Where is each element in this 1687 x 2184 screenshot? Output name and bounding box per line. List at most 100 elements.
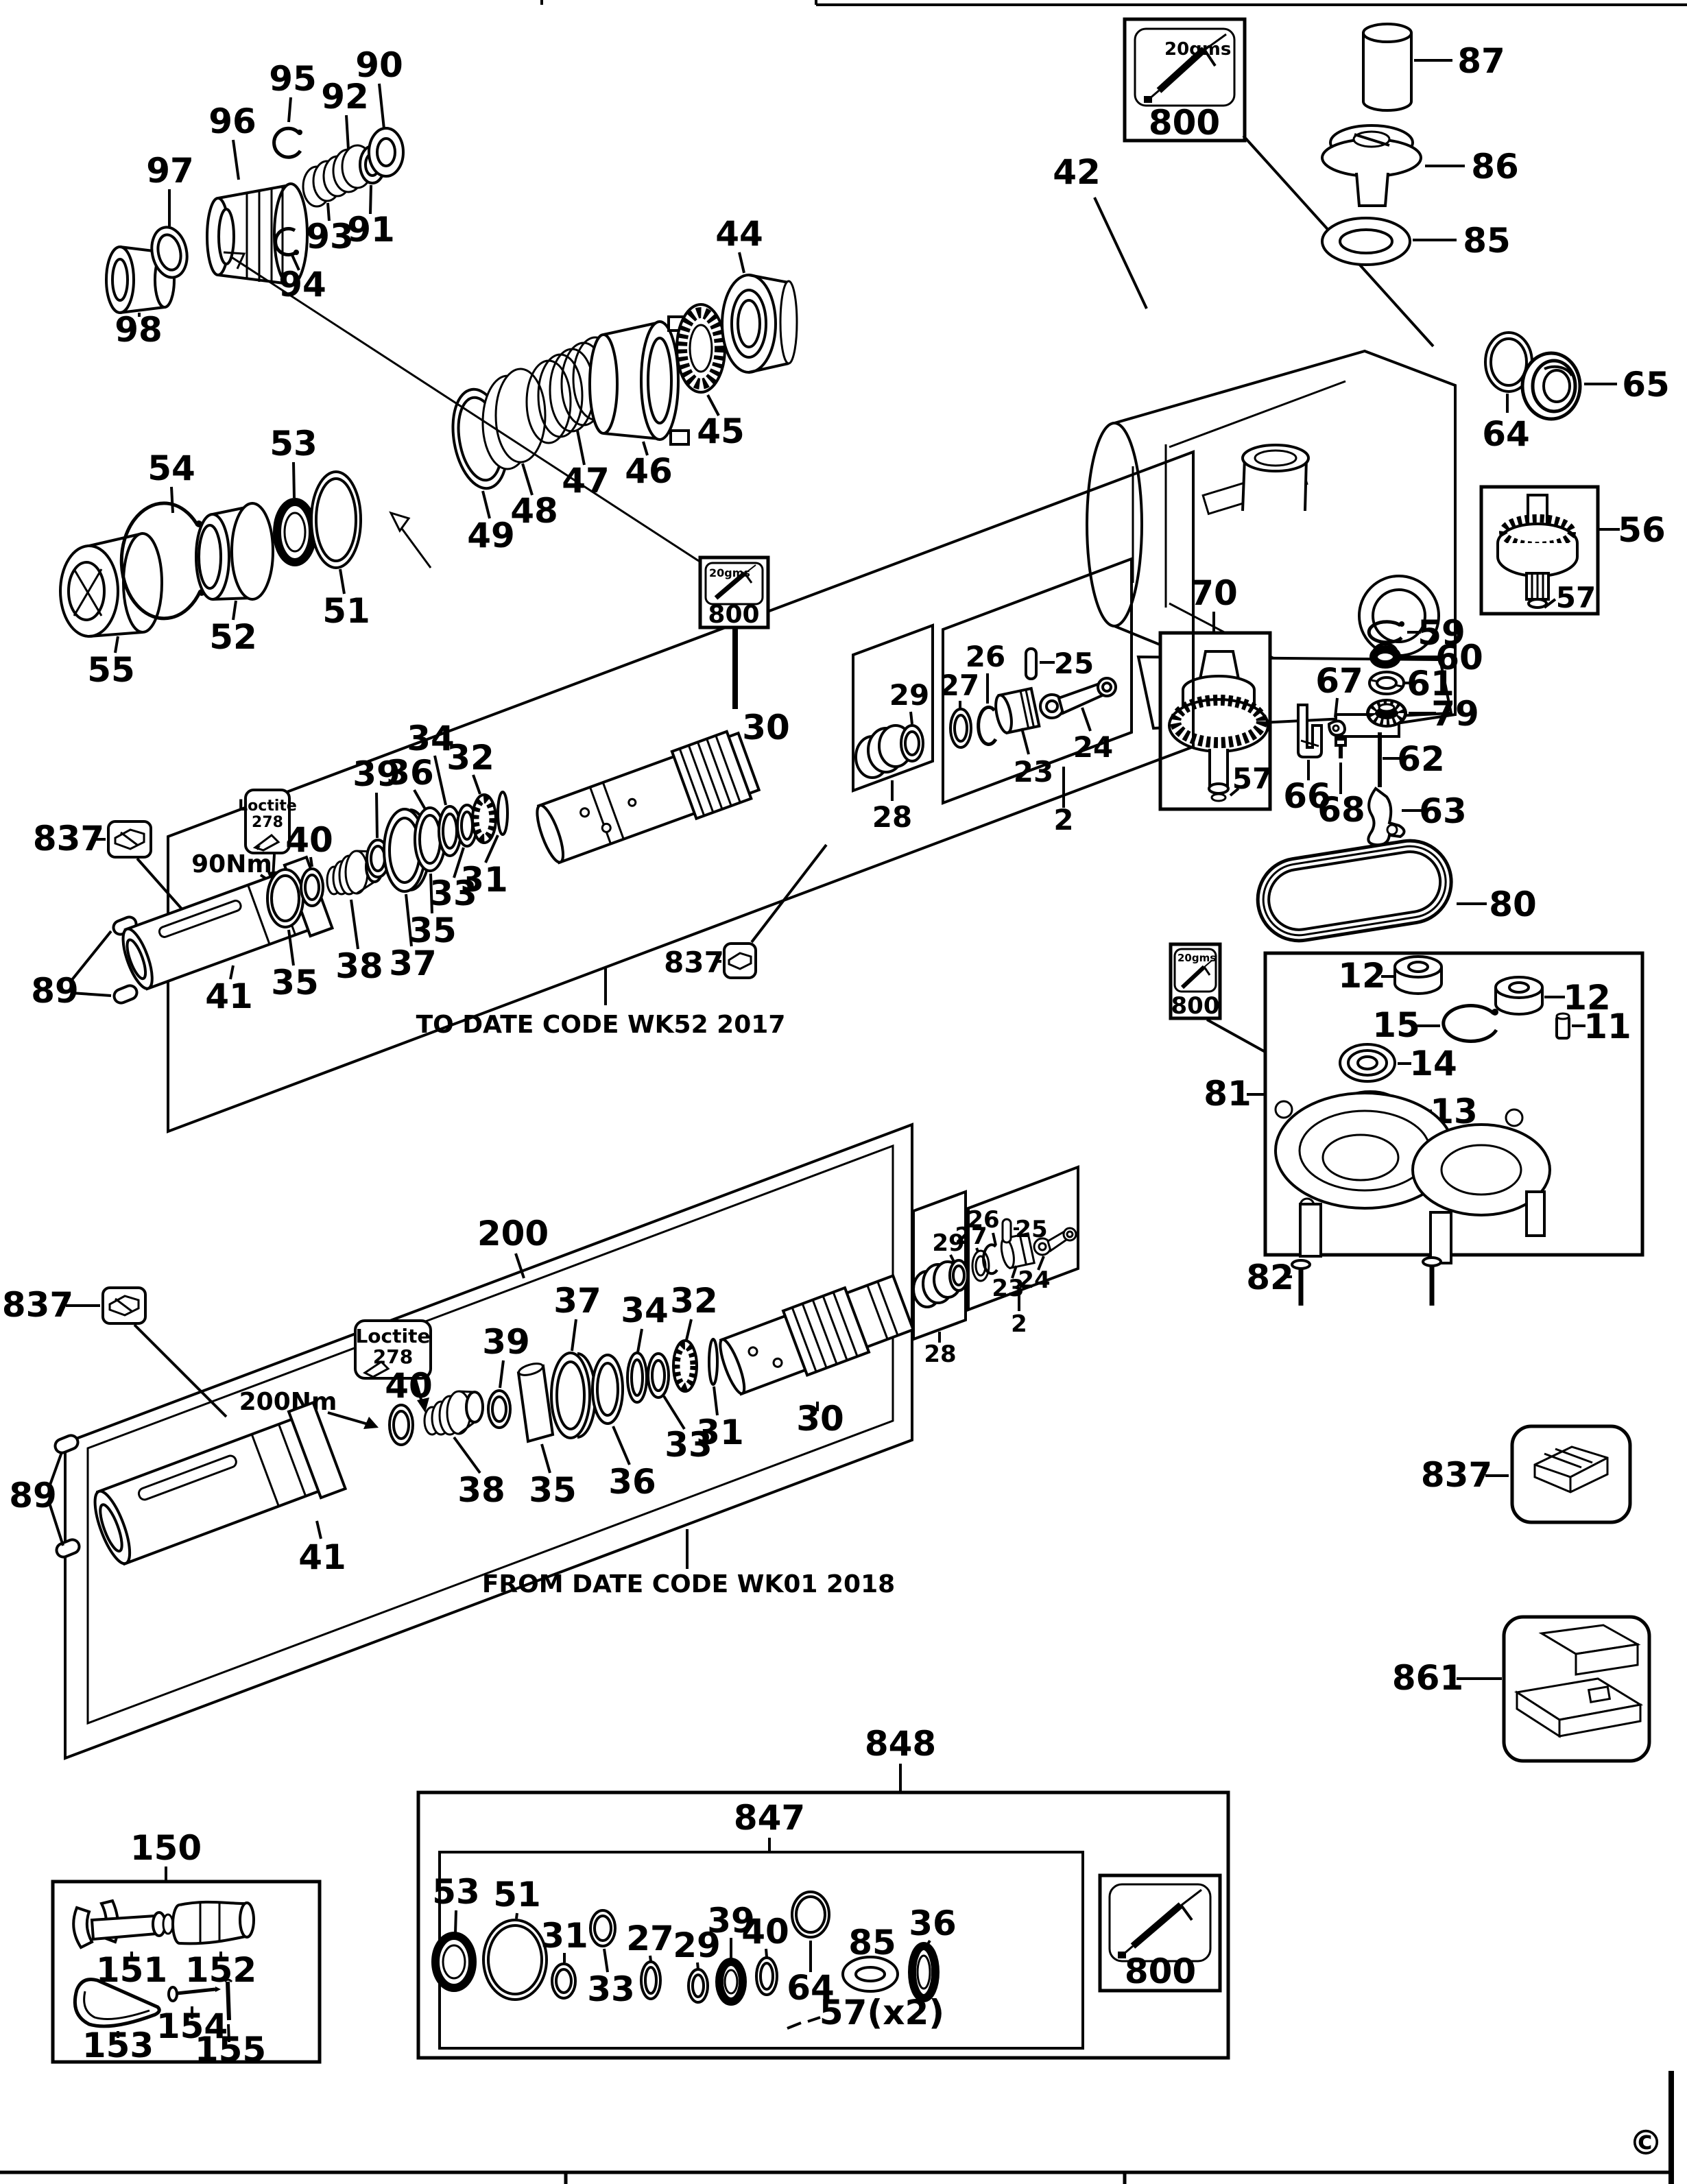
callout-40-p1: 40	[285, 820, 333, 860]
part-89-pins-p1: 89	[31, 915, 139, 1011]
callout-847: 847	[734, 1798, 805, 1838]
part-40-ring-kit	[755, 1956, 778, 1996]
torque-90nm-label: 90Nm	[191, 850, 272, 878]
callout-150: 150	[130, 1828, 202, 1868]
handle-kit-150-box: 150 151 152 153	[51, 1828, 322, 2069]
part-30-cylinder-p2	[719, 1273, 916, 1396]
callout-837-right: 837	[1421, 1455, 1492, 1495]
part-31-ring-kit	[551, 1963, 577, 2000]
callout-837-p1-left: 837	[33, 819, 104, 859]
loctite-grade-p1: 278	[252, 814, 283, 831]
part-87-cylinder: 87	[1362, 23, 1505, 112]
callout-91: 91	[347, 210, 395, 250]
callout-93: 93	[306, 217, 354, 256]
part-153-strap	[73, 1978, 161, 2028]
callout-37-p1: 37	[389, 944, 437, 983]
part-46-clutch-housing	[588, 315, 690, 446]
callout-31-p2: 31	[696, 1413, 744, 1452]
part-32-needle-bearing-p1	[471, 793, 497, 844]
part-61-bearing	[1368, 671, 1405, 695]
callout-53-kit: 53	[432, 1872, 480, 1912]
callout-36-p1: 36	[386, 753, 434, 793]
callout-45: 45	[697, 411, 745, 451]
callout-42: 42	[1053, 152, 1101, 192]
hammer-cylinder-group-p2: 30 29 28 26 27	[719, 1165, 1079, 1439]
callout-32-p2: 32	[670, 1281, 718, 1321]
piston-kit-box-p2: 26 27 25	[955, 1165, 1079, 1338]
callout-39-kit: 39	[707, 1901, 755, 1941]
part-67-pawl	[1327, 719, 1346, 737]
part-53-seal-kit	[431, 1932, 477, 1992]
part-26-clip-p1	[977, 705, 998, 746]
callout-89-p2: 89	[9, 1476, 57, 1515]
spindle-group-to-2017: TO DATE CODE WK52 2017 837 89 90Nm	[31, 251, 1195, 1133]
callout-61: 61	[1407, 664, 1455, 704]
callout-96: 96	[208, 101, 256, 141]
part-25-pin-p1	[1025, 647, 1038, 680]
callout-29-p2: 29	[932, 1229, 964, 1257]
piston-kit-box-p1: 26 27 25	[940, 557, 1133, 837]
depth-stop-icon	[1533, 1445, 1609, 1493]
part-60-grommet	[1369, 643, 1401, 669]
part-97-ring	[150, 226, 189, 279]
loctite-box-p2: Loctite 278	[354, 1319, 432, 1413]
part-152-grip	[171, 1900, 255, 1945]
piston-guide-box-p2: 29 28	[912, 1190, 969, 1368]
part-80-belt	[1256, 839, 1453, 943]
part-32-needle-bearing-p2	[672, 1339, 698, 1393]
callout-86: 86	[1471, 147, 1519, 187]
callout-95: 95	[269, 59, 317, 99]
pencil-icon-p2	[363, 1360, 390, 1378]
part-65-mode-knob: 65	[1520, 351, 1670, 421]
callout-53: 53	[270, 424, 318, 464]
part-151-fork	[72, 1899, 174, 1949]
callout-63: 63	[1419, 791, 1467, 831]
part-52-sleeve	[195, 502, 274, 601]
callout-41-p1: 41	[205, 976, 253, 1016]
callout-30-p2: 30	[796, 1399, 844, 1439]
callout-49: 49	[467, 516, 515, 555]
pointer-arrow	[389, 511, 432, 568]
part-24-conrod-p2	[1033, 1227, 1077, 1256]
callout-89-p1: 89	[31, 971, 79, 1011]
loctite-box-p1: Loctite 278	[238, 789, 297, 886]
part-41-spindle-p2	[93, 1400, 348, 1566]
copyright-mark: ©	[1629, 2123, 1663, 2163]
callout-35a-p1: 35	[271, 963, 319, 1003]
grease-box-1: 20gms 800	[1123, 17, 1435, 348]
callout-837-p2-left: 837	[2, 1285, 73, 1325]
callout-39-p1: 39	[352, 754, 400, 794]
bearing-plate-81-box: 81 12 12 15 11	[1204, 951, 1644, 1306]
part-90-washer	[368, 127, 405, 178]
part-86-oil-cap: 86	[1321, 124, 1519, 207]
callout-97: 97	[146, 151, 194, 191]
part-35a-ring-p1	[266, 868, 304, 928]
callout-28-p1: 28	[872, 800, 912, 834]
callout-64-kit: 64	[787, 1968, 835, 2008]
part-38-boot-p2	[423, 1390, 484, 1436]
callout-79: 79	[1431, 694, 1479, 734]
callout-27-p1: 27	[940, 669, 979, 702]
part-12-roller-b	[1494, 976, 1544, 1016]
kitbox-icon	[1513, 1624, 1644, 1738]
part-85-oring-kit	[841, 1956, 899, 1993]
spindle-group-from-2018: FROM DATE CODE WK01 2018 200 837 89 200N…	[2, 1123, 913, 1760]
depth-rod-clip-box-p1-right: 837	[664, 843, 828, 979]
callout-35-p2: 35	[529, 1470, 577, 1510]
callout-67: 67	[1315, 661, 1363, 701]
callout-81: 81	[1204, 1074, 1252, 1114]
callout-68: 68	[1317, 790, 1365, 830]
part-40-ring-p1	[300, 867, 324, 907]
grease-gun-icon-3	[1180, 959, 1213, 989]
callout-60: 60	[1435, 638, 1483, 677]
callout-46: 46	[625, 451, 673, 491]
callout-85: 85	[1463, 221, 1511, 261]
callout-65: 65	[1622, 365, 1670, 405]
callout-27-p2: 27	[955, 1223, 987, 1250]
part-36-ring-p2	[591, 1354, 624, 1425]
callout-56: 56	[1618, 510, 1666, 550]
part-27-oring-p1	[949, 708, 972, 749]
callout-94: 94	[278, 265, 326, 304]
